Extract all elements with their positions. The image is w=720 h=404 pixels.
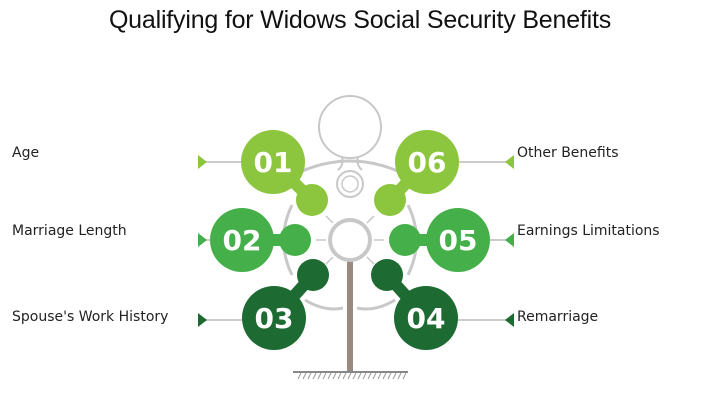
trunk xyxy=(347,258,353,372)
ground-hatch xyxy=(317,372,322,380)
step-number-06: 06 xyxy=(408,146,447,179)
step-circle-04 xyxy=(394,286,458,350)
step-number-05: 05 xyxy=(439,224,478,257)
arrow-icon-03 xyxy=(198,313,207,327)
ground-hatch xyxy=(387,372,392,380)
ground-hatch xyxy=(327,372,332,380)
step-circle-01 xyxy=(241,130,305,194)
label-remarriage: Remarriage xyxy=(517,309,599,325)
center-spoke xyxy=(366,215,375,224)
top-outline-circle xyxy=(318,95,382,159)
ground-hatch xyxy=(392,372,397,380)
step-number-02: 02 xyxy=(223,224,262,257)
step-circle-03 xyxy=(242,286,306,350)
ground-hatch xyxy=(382,372,387,380)
ground-hatch xyxy=(342,372,347,380)
ground-hatch xyxy=(307,372,312,380)
ground-hatch xyxy=(352,372,357,380)
ground-hatch xyxy=(402,372,407,380)
bud-circle-03 xyxy=(297,259,329,291)
bud-circle-04 xyxy=(371,259,403,291)
bud-circle-06 xyxy=(374,184,406,216)
step-number-01: 01 xyxy=(254,146,293,179)
ground-hatch xyxy=(397,372,402,380)
ground-hatch xyxy=(347,372,352,380)
arrow-icon-05 xyxy=(505,233,514,247)
label-earnings-limitations: Earnings Limitations xyxy=(517,223,660,239)
ground-hatch xyxy=(357,372,362,380)
step-number-03: 03 xyxy=(255,302,294,335)
center-spoke xyxy=(325,215,334,224)
label-spouse-work-history: Spouse's Work History xyxy=(12,309,169,325)
ground-hatch xyxy=(322,372,327,380)
arc-bottom xyxy=(304,298,396,311)
arrow-icon-04 xyxy=(505,313,514,327)
ground-hatch xyxy=(372,372,377,380)
center-ring xyxy=(328,218,372,262)
step-circle-06 xyxy=(395,130,459,194)
ground-hatch xyxy=(297,372,302,380)
small-ring-inner xyxy=(341,175,359,193)
arrow-icon-01 xyxy=(198,155,207,169)
ground-hatch xyxy=(312,372,317,380)
ground-hatch xyxy=(302,372,307,380)
ground-hatch xyxy=(377,372,382,380)
label-marriage-length: Marriage Length xyxy=(12,223,127,239)
small-ring xyxy=(336,170,364,198)
arrow-icon-06 xyxy=(505,155,514,169)
bud-circle-01 xyxy=(296,184,328,216)
ground-hatch xyxy=(332,372,337,380)
label-age: Age xyxy=(12,145,40,161)
center-spoke xyxy=(366,256,375,265)
ground-hatch xyxy=(337,372,342,380)
bud-circle-05 xyxy=(389,224,421,256)
center-spoke xyxy=(325,256,334,265)
stem-connector xyxy=(337,156,363,171)
ground-hatch xyxy=(362,372,367,380)
step-number-04: 04 xyxy=(407,302,446,335)
bud-circle-02 xyxy=(279,224,311,256)
arrow-icon-02 xyxy=(198,233,207,247)
arc-top xyxy=(299,159,401,174)
step-circle-02 xyxy=(210,208,274,272)
step-circle-05 xyxy=(426,208,490,272)
ground-hatch xyxy=(367,372,372,380)
page-title: Qualifying for Widows Social Security Be… xyxy=(108,6,612,34)
label-other-benefits: Other Benefits xyxy=(517,145,619,161)
